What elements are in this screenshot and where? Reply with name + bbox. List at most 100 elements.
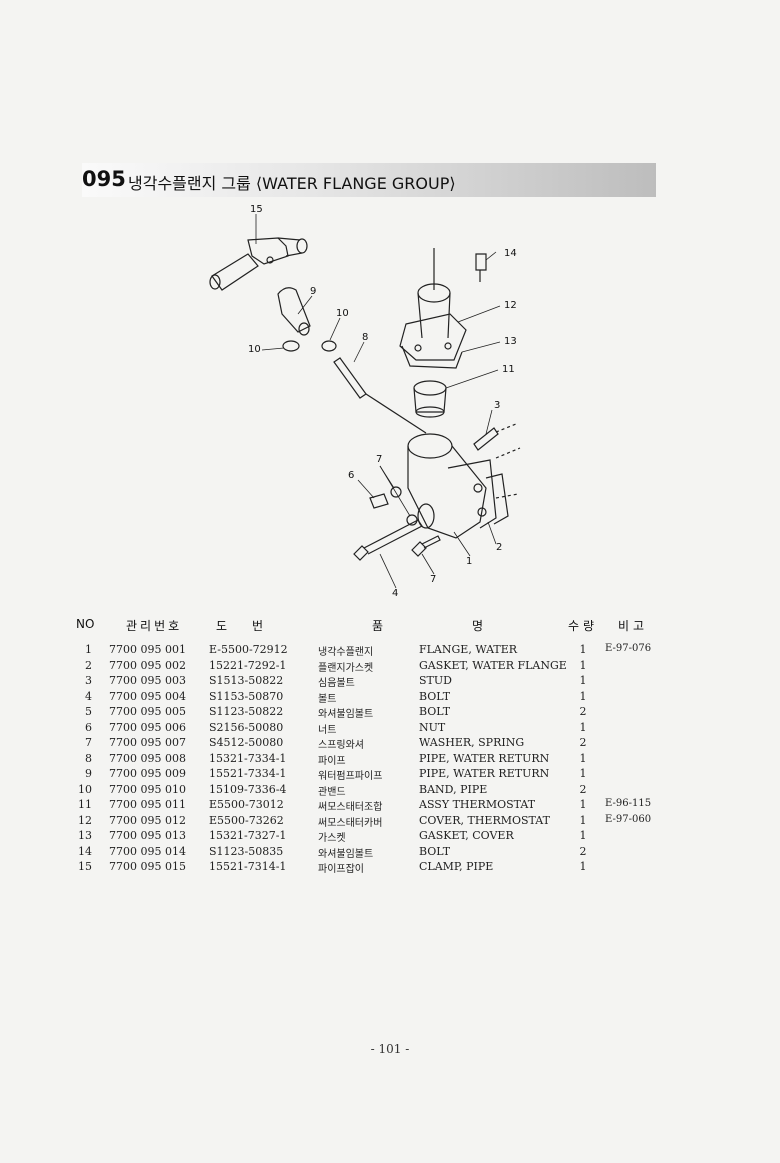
callout-8: 8 (362, 332, 368, 343)
row-management-number: 7700 095 002 (109, 658, 186, 672)
row-english-name: GASKET, WATER FLANGE (419, 658, 567, 672)
row-no: 14 (78, 844, 92, 858)
row-no: 15 (78, 860, 92, 873)
row-drawing-number: 15321-7327-1 (209, 829, 287, 842)
header-quantity: 수량 (568, 619, 599, 633)
row-korean-name: 스프링와셔 (318, 740, 364, 751)
row-drawing-number: 15221-7292-1 (209, 658, 287, 672)
row-korean-name: 플랜지가스켓 (318, 662, 374, 674)
row-management-number: 7700 095 009 (109, 767, 186, 780)
row-management-number: 7700 095 008 (109, 751, 186, 765)
row-korean-name: 써모스태터조합 (318, 802, 383, 813)
callout-1: 1 (466, 556, 472, 567)
row-drawing-number: 15521-7334-1 (209, 767, 287, 780)
row-drawing-number: S1153-50870 (209, 689, 284, 703)
row-english-name: COVER, THERMOSTAT (419, 813, 550, 827)
row-english-name: PIPE, WATER RETURN (419, 767, 550, 780)
table-row: 8 7700 095 008 15321-7334-1 파이프 PIPE, WA… (0, 752, 780, 768)
row-english-name: BOLT (419, 689, 451, 703)
row-management-number: 7700 095 006 (109, 720, 186, 734)
row-english-name: CLAMP, PIPE (419, 860, 494, 873)
table-row: 15 7700 095 015 15521-7314-1 파이프잡이 CLAMP… (0, 860, 780, 876)
row-english-name: FLANGE, WATER (419, 643, 518, 656)
callout-12: 12 (504, 300, 517, 311)
row-no: 2 (85, 658, 92, 672)
table-row: 1 7700 095 001 E-5500-72912 냉각수플랜지 FLANG… (0, 643, 780, 659)
row-drawing-number: 15521-7314-1 (209, 860, 287, 873)
table-row: 10 7700 095 010 15109-7336-4 관밴드 BAND, P… (0, 783, 780, 799)
callout-11: 11 (502, 364, 515, 375)
header-no: NO (76, 617, 95, 631)
callout-15: 15 (250, 204, 263, 215)
row-english-name: GASKET, COVER (419, 829, 514, 842)
row-quantity: 2 (579, 705, 587, 718)
row-korean-name: 관밴드 (318, 786, 346, 798)
row-english-name: BAND, PIPE (419, 782, 488, 796)
row-drawing-number: S4512-50080 (209, 736, 284, 749)
row-quantity: 1 (579, 813, 587, 827)
row-korean-name: 와셔불임볼트 (318, 848, 374, 860)
row-no: 3 (85, 674, 92, 687)
row-remark: E-97-076 (605, 643, 652, 654)
callout-13: 13 (504, 336, 517, 347)
callout-2: 2 (496, 542, 502, 553)
table-row: 12 7700 095 012 E5500-73262 써모스태터카버 COVE… (0, 814, 780, 830)
table-row: 6 7700 095 006 S2156-50080 너트 NUT 1 (0, 721, 780, 737)
row-no: 9 (85, 767, 92, 780)
table-row: 11 7700 095 011 E5500-73012 써모스태터조합 ASSY… (0, 798, 780, 814)
row-no: 10 (78, 782, 92, 796)
callout-7b: 7 (430, 574, 436, 585)
callout-6: 6 (348, 470, 354, 481)
row-korean-name: 너트 (318, 724, 337, 736)
row-quantity: 1 (579, 751, 587, 765)
row-drawing-number: S2156-50080 (209, 720, 284, 734)
header-name-2: 명 (472, 619, 484, 633)
row-drawing-number: S1123-50835 (209, 844, 284, 858)
row-no: 4 (85, 689, 92, 703)
callout-9: 9 (310, 286, 316, 297)
row-korean-name: 파이프 (318, 755, 346, 767)
row-korean-name: 써모스태터카버 (318, 817, 383, 829)
row-quantity: 2 (579, 782, 587, 796)
row-drawing-number: 15321-7334-1 (209, 751, 287, 765)
row-drawing-number: S1123-50822 (209, 705, 284, 718)
row-management-number: 7700 095 013 (109, 829, 186, 842)
row-management-number: 7700 095 014 (109, 844, 186, 858)
row-remark: E-97-060 (605, 813, 652, 825)
table-row: 7 7700 095 007 S4512-50080 스프링와셔 WASHER,… (0, 736, 780, 752)
header-drawing-1: 도 (216, 619, 228, 633)
row-drawing-number: E5500-73012 (209, 798, 284, 811)
callout-3: 3 (494, 400, 500, 411)
row-quantity: 1 (579, 798, 587, 811)
row-no: 12 (78, 813, 92, 827)
row-no: 7 (85, 736, 92, 749)
row-management-number: 7700 095 004 (109, 689, 186, 703)
header-name-1: 품 (372, 619, 384, 633)
parts-table: 1 7700 095 001 E-5500-72912 냉각수플랜지 FLANG… (0, 643, 780, 876)
row-english-name: PIPE, WATER RETURN (419, 751, 550, 765)
header-management-number: 관리번호 (126, 619, 183, 633)
table-row: 14 7700 095 014 S1123-50835 와셔불임볼트 BOLT … (0, 845, 780, 861)
row-quantity: 1 (579, 767, 587, 780)
row-no: 11 (78, 798, 92, 811)
row-drawing-number: E-5500-72912 (209, 643, 288, 656)
row-no: 1 (85, 643, 92, 656)
row-quantity: 1 (579, 829, 587, 842)
table-row: 9 7700 095 009 15521-7334-1 워터펌프파이프 PIPE… (0, 767, 780, 783)
row-english-name: ASSY THERMOSTAT (419, 798, 536, 811)
header-drawing-2: 번 (252, 619, 264, 633)
callout-10b: 10 (248, 344, 261, 355)
page-number: - 101 - (370, 1042, 410, 1056)
row-drawing-number: 15109-7336-4 (209, 782, 287, 796)
callout-7a: 7 (376, 454, 382, 465)
section-code: 095 (82, 167, 126, 191)
row-no: 8 (85, 751, 92, 765)
row-korean-name: 심음볼트 (318, 678, 355, 689)
table-row: 13 7700 095 013 15321-7327-1 가스켓 GASKET,… (0, 829, 780, 845)
callout-4: 4 (392, 588, 398, 599)
row-management-number: 7700 095 005 (109, 705, 186, 718)
row-no: 6 (85, 720, 92, 734)
parts-table-header: NO 관리번호 도 번 품 명 수량 비고 (0, 617, 780, 637)
row-english-name: STUD (419, 674, 452, 687)
row-management-number: 7700 095 010 (109, 782, 186, 796)
